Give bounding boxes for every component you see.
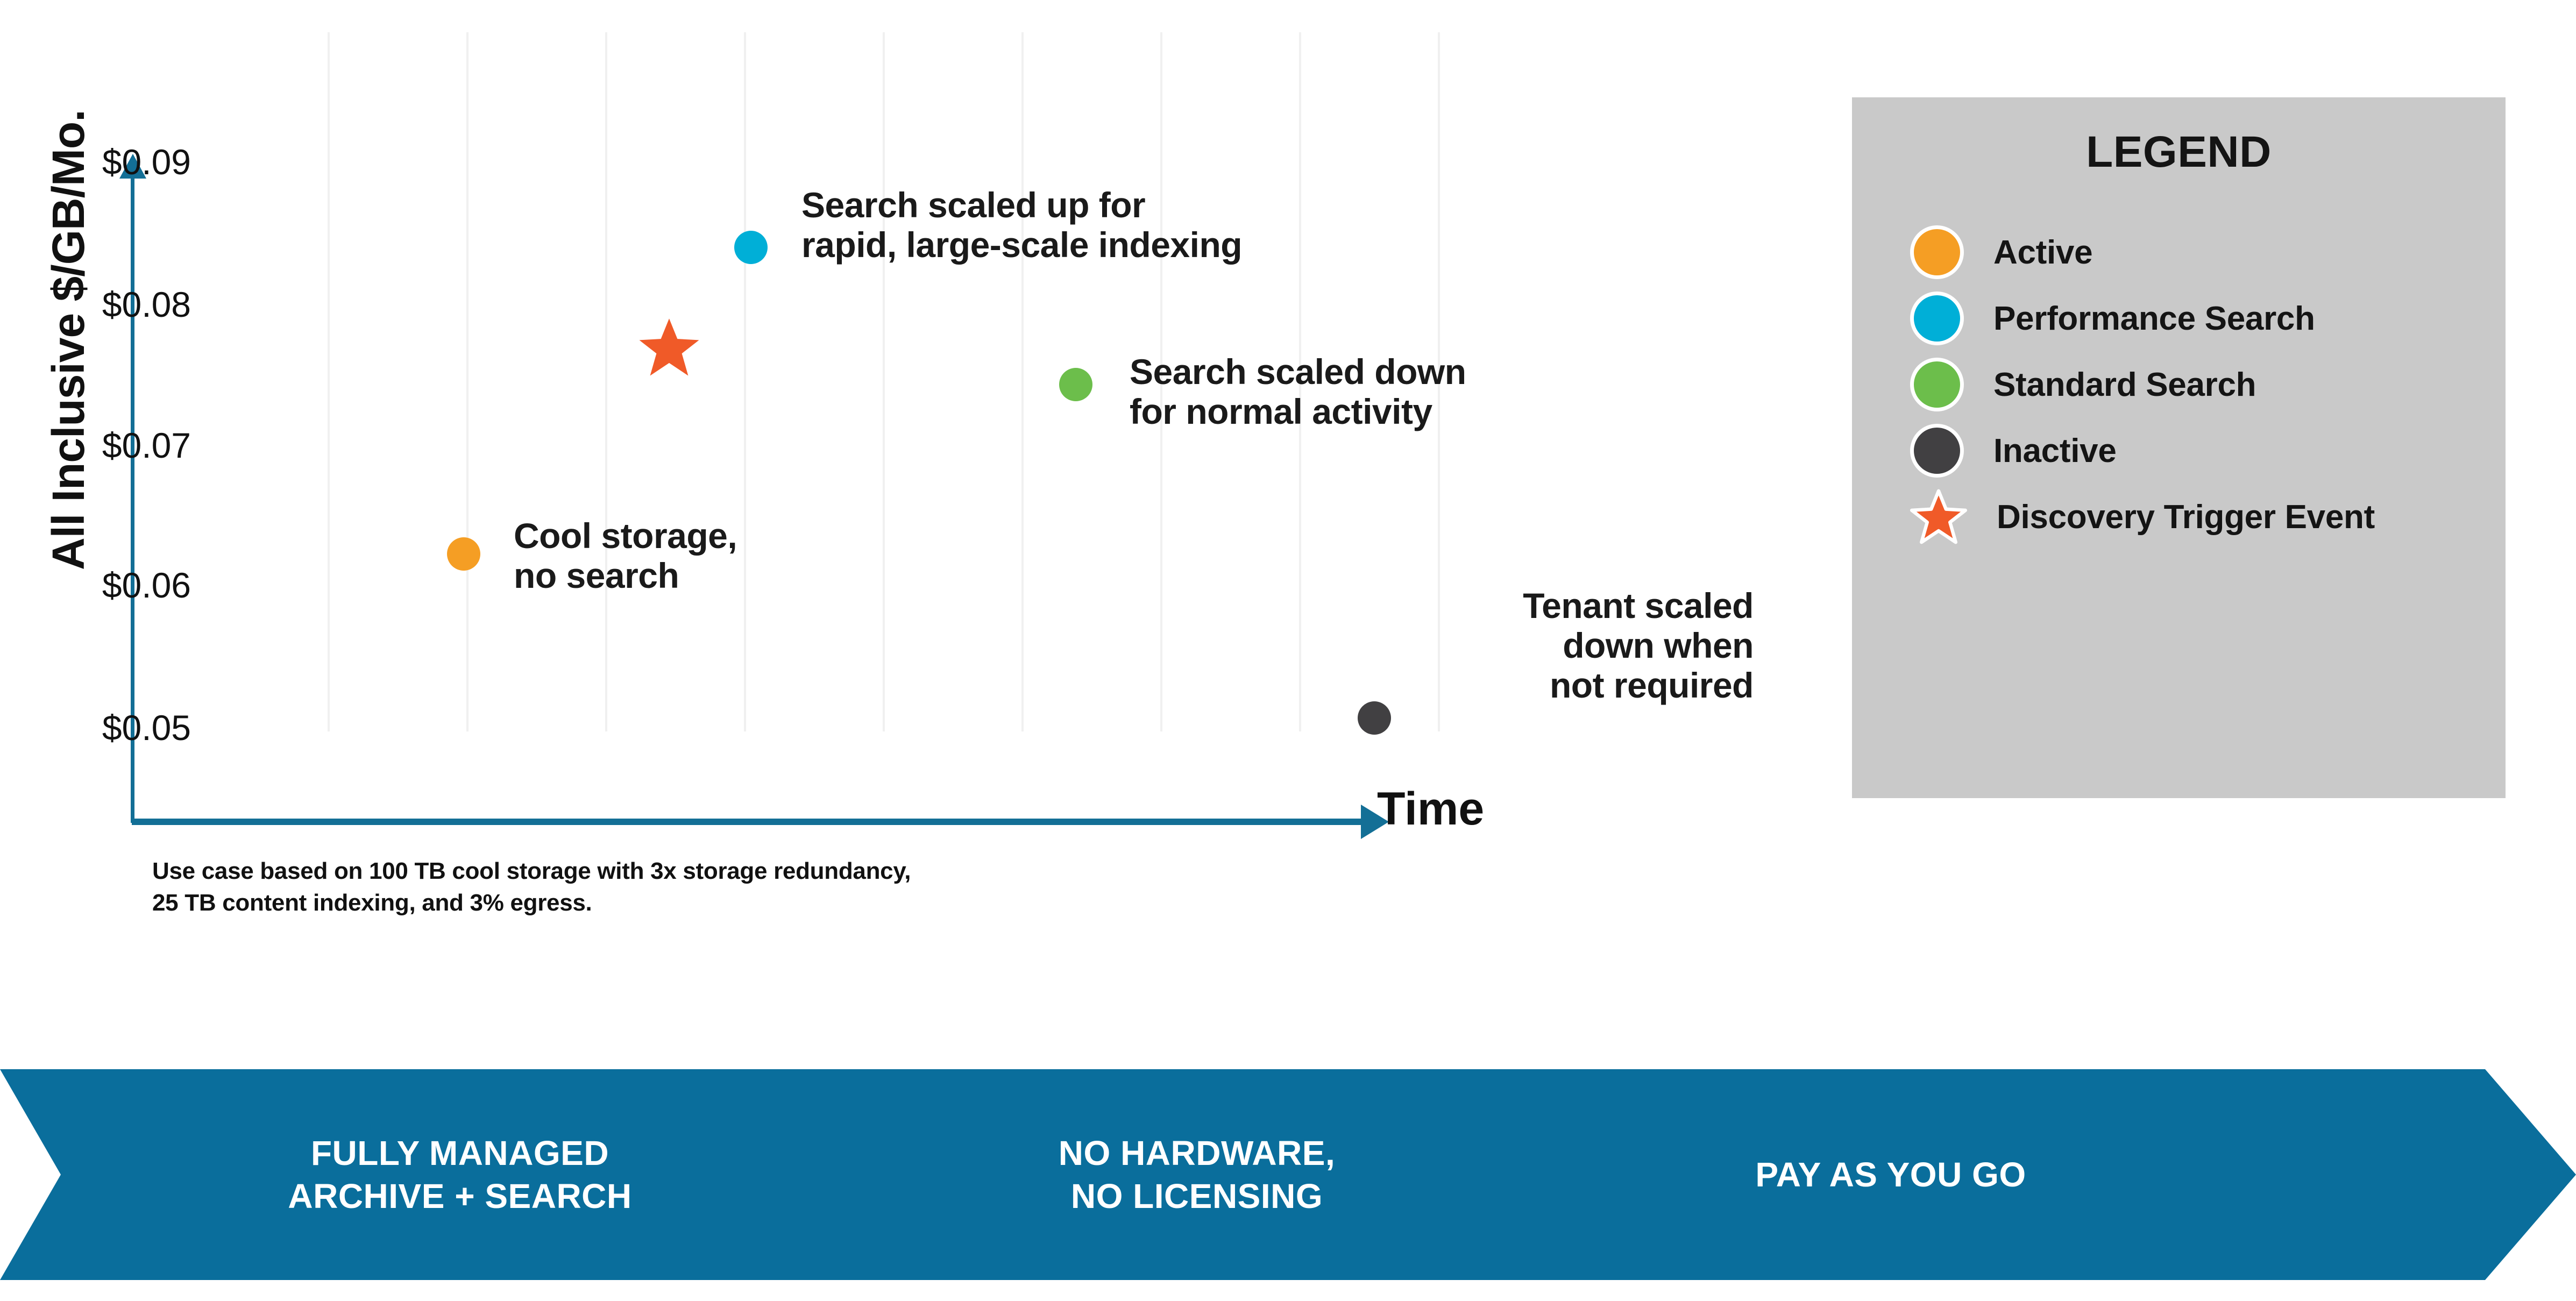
legend-star-icon	[1910, 488, 1967, 545]
gridline	[1021, 32, 1024, 731]
legend-swatch-icon	[1910, 424, 1964, 478]
gridline	[328, 32, 330, 731]
legend-item-label: Discovery Trigger Event	[1997, 498, 2375, 536]
y-axis-tick-label: $0.06	[102, 565, 191, 605]
y-axis-line	[131, 172, 134, 823]
legend-swatch-icon	[1910, 358, 1964, 412]
gridline	[605, 32, 607, 731]
datapoint-active	[447, 537, 480, 571]
chart-region: All Inclusive $/GB/Mo. Time $0.09 $0.08 $0…	[43, 32, 1754, 916]
legend-item-label: Active	[1993, 233, 2093, 271]
annotation-inactive: Tenant scaled down when not required	[1523, 586, 1754, 705]
datapoint-standard-search	[1059, 368, 1092, 401]
legend-swatch-icon	[1910, 292, 1964, 346]
y-axis-tick-label: $0.09	[102, 142, 191, 182]
x-axis-title: Time	[1377, 783, 1485, 835]
y-axis-arrow-icon	[119, 154, 146, 179]
gridline	[1299, 32, 1301, 731]
y-axis-tick-label: $0.08	[102, 285, 191, 324]
legend-item-label: Inactive	[1993, 432, 2117, 470]
annotation-performance-search: Search scaled up for rapid, large-scale …	[801, 185, 1243, 265]
gridline	[466, 32, 469, 731]
gridline	[883, 32, 885, 731]
banner-item-1: FULLY MANAGED ARCHIVE + SEARCH	[288, 1134, 632, 1215]
legend-swatch-icon	[1910, 225, 1964, 280]
datapoint-star-discovery-trigger-event	[637, 316, 701, 379]
datapoint-inactive	[1358, 701, 1391, 735]
legend-item-performance-search[interactable]: Performance Search	[1910, 286, 2496, 351]
y-axis-title: All Inclusive $/GB/Mo.	[43, 110, 94, 570]
annotation-standard-search: Search scaled down for normal activity	[1130, 352, 1466, 431]
x-axis-arrow-icon	[1361, 805, 1389, 839]
legend-title: LEGEND	[2086, 127, 2272, 176]
gridline	[1438, 32, 1440, 731]
legend-item-standard-search[interactable]: Standard Search	[1910, 352, 2496, 417]
legend-item-discovery-trigger-event[interactable]: Discovery Trigger Event	[1910, 485, 2496, 549]
y-axis-tick-label: $0.05	[102, 708, 191, 748]
legend-item-active[interactable]: Active	[1910, 220, 2496, 285]
legend-item-inactive[interactable]: Inactive	[1910, 418, 2496, 483]
banner-item-3: PAY AS YOU GO	[1755, 1155, 2026, 1194]
gridline	[1160, 32, 1162, 731]
legend-item-label: Standard Search	[1993, 366, 2256, 403]
y-axis-tick-label: $0.07	[102, 425, 191, 465]
bottom-banner: FULLY MANAGED ARCHIVE + SEARCH NO HARDWAR…	[0, 1069, 2576, 1280]
legend-item-label: Performance Search	[1993, 300, 2315, 337]
banner-ribbon-shape	[0, 1069, 2576, 1280]
datapoint-performance-search	[734, 231, 768, 264]
chart-footnote: Use case based on 100 TB cool storage wi…	[152, 858, 911, 916]
banner-item-2: NO HARDWARE, NO LICENSING	[1058, 1134, 1336, 1215]
gridline	[744, 32, 746, 731]
annotation-active: Cool storage, no search	[514, 516, 737, 595]
x-axis-line	[132, 819, 1364, 825]
